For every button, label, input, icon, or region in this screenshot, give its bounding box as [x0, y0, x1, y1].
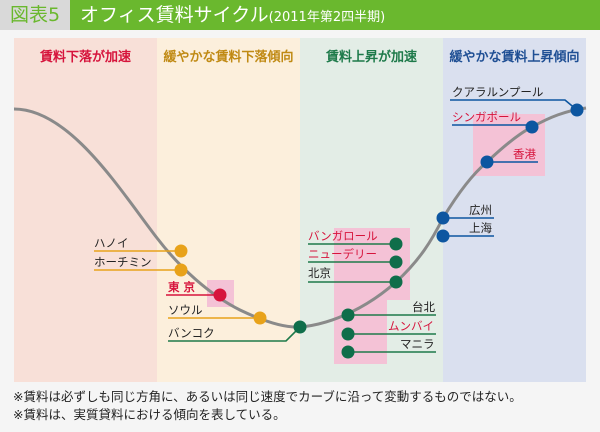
title-bar: 図表5 オフィス賃料サイクル(2011年第2四半期)	[0, 0, 600, 30]
label-shanghai: 上海	[469, 221, 492, 235]
dot-singapore	[525, 120, 539, 134]
label-seoul: ソウル	[168, 303, 203, 317]
label-hochiminh: ホーチミン	[94, 255, 152, 269]
label-hanoi: ハノイ	[94, 236, 129, 250]
dot-guangzhou	[436, 211, 450, 225]
footnote-2: ※賃料は、実質貸料における傾向を表している。	[13, 407, 286, 422]
phase-heading: 緩やかな賃料上昇傾向	[449, 50, 580, 65]
label-beijing: 北京	[308, 266, 331, 280]
cycle-curve	[13, 106, 587, 329]
figure-label: 図表5	[0, 0, 70, 30]
dot-hanoi	[174, 244, 188, 258]
phase-panel-rising-slow: 緩やかな賃料上昇傾向	[443, 38, 586, 382]
label-singapore: シンガポール	[452, 110, 521, 124]
dot-hongkong	[480, 155, 494, 169]
label-bangalore: バンガロール	[308, 229, 378, 243]
dot-hochiminh	[174, 263, 188, 277]
dot-mumbai	[341, 327, 355, 341]
dot-shanghai	[436, 229, 450, 243]
phase-panel-rising-accel: 賃料上昇が加速	[300, 38, 443, 382]
phase-heading: 緩やかな賃料下落傾向	[163, 50, 294, 65]
label-newdelhi: ニューデリー	[308, 247, 377, 261]
label-taipei: 台北	[412, 300, 435, 314]
label-hongkong: 香港	[513, 147, 536, 161]
footnote-1: ※賃料は必ずしも同じ方角に、あるいは同じ速度でカーブに沿って変動するものではない…	[13, 389, 522, 404]
label-guangzhou: 広州	[469, 203, 492, 217]
figure-title: オフィス賃料サイクル(2011年第2四半期)	[80, 0, 385, 30]
dot-beijing	[389, 275, 403, 289]
label-manila: マニラ	[400, 337, 435, 351]
dot-kualalumpur	[570, 103, 584, 117]
label-tokyo: 東 京	[168, 280, 196, 294]
title-main: オフィス賃料サイクル	[80, 4, 269, 26]
dot-newdelhi	[389, 255, 403, 269]
dot-taipei	[341, 308, 355, 322]
label-mumbai: ムンバイ	[388, 319, 434, 333]
dot-bangkok	[293, 320, 307, 334]
label-kualalumpur: クアラルンプール	[452, 85, 544, 99]
phase-panel-falling-accel: 賃料下落が加速	[14, 38, 157, 382]
title-subtitle: (2011年第2四半期)	[268, 10, 386, 25]
dot-bangalore	[389, 237, 403, 251]
dot-seoul	[253, 311, 267, 325]
label-bangkok: バンコク	[168, 326, 215, 340]
phase-heading: 賃料下落が加速	[39, 50, 131, 65]
dot-manila	[341, 345, 355, 359]
dot-tokyo	[213, 288, 227, 302]
phase-heading: 賃料上昇が加速	[325, 50, 417, 65]
